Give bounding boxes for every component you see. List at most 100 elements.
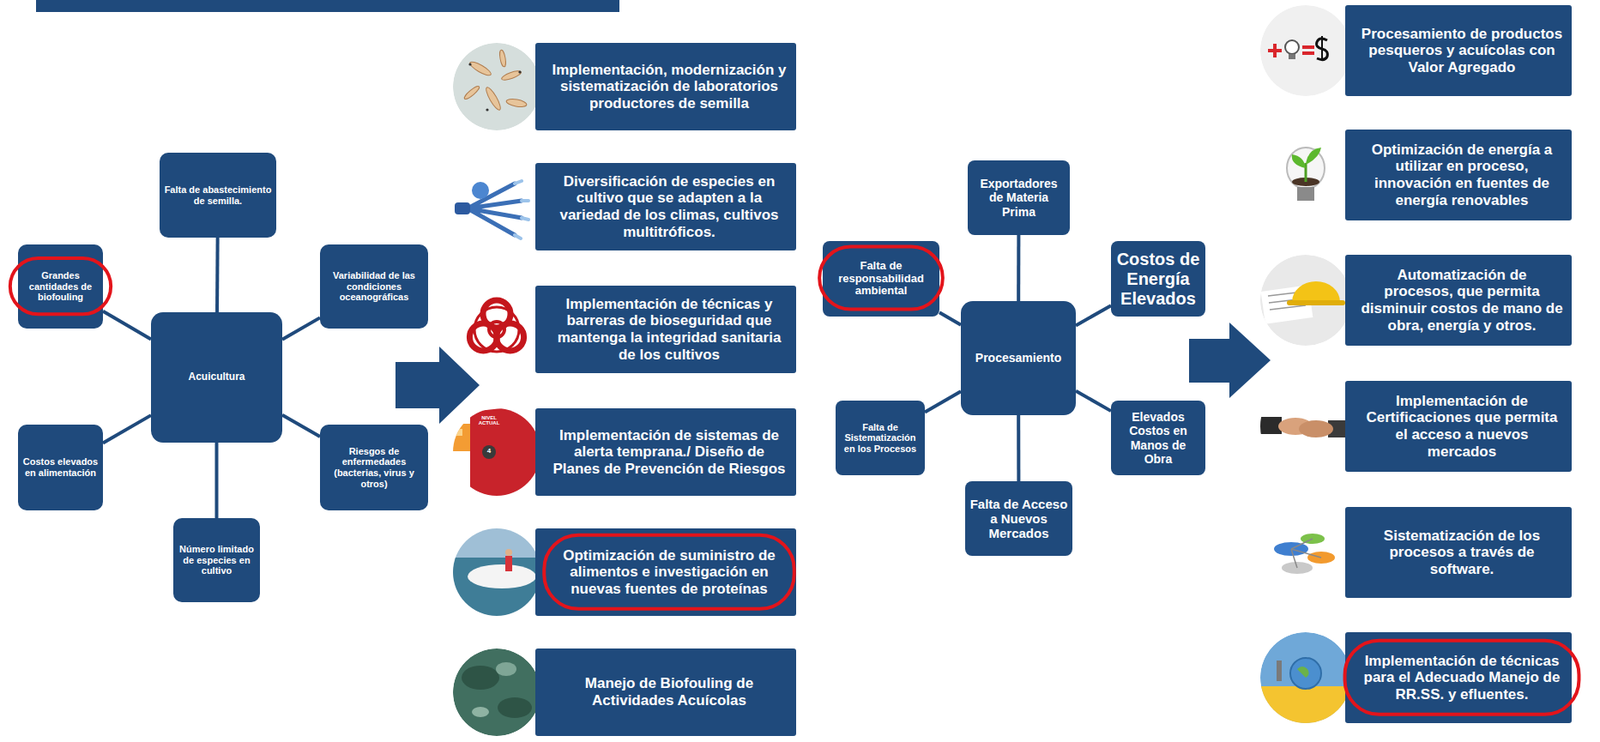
value-added-icon bbox=[1285, 40, 1299, 55]
alert-level-picture bbox=[451, 403, 550, 507]
problem-box: Exportadores de Materia Prima bbox=[967, 160, 1070, 236]
problem-box: Elevados Costos en Manos de Obra bbox=[1110, 400, 1206, 476]
box-text: Manejo de Biofouling de Actividades Acuí… bbox=[550, 675, 788, 709]
connector-line bbox=[924, 391, 961, 412]
globe-picture bbox=[1276, 660, 1282, 682]
globe-picture bbox=[1260, 632, 1352, 725]
solution-box: Procesamiento de productos pesqueros y a… bbox=[1345, 5, 1572, 97]
connector-line bbox=[215, 237, 220, 313]
problem-box: Costos de Energía Elevados bbox=[1110, 241, 1206, 317]
problem-box: Número limitado de especies en cultivo bbox=[173, 518, 260, 603]
shrimp-larvae-photo bbox=[498, 49, 507, 68]
handshake-photo bbox=[1298, 420, 1334, 438]
box-text: Implementación de Certificaciones que pe… bbox=[1360, 392, 1564, 460]
box-text: Costos elevados en alimentación bbox=[22, 456, 99, 478]
pond-photo bbox=[451, 557, 543, 618]
biohazard-symbol bbox=[452, 285, 541, 374]
box-text: Procesamiento de productos pesqueros y a… bbox=[1360, 25, 1564, 77]
value-added-icon bbox=[1260, 5, 1352, 97]
connector-line bbox=[282, 415, 320, 437]
shrimp-larvae-photo bbox=[452, 42, 541, 131]
box-text: Automatización de procesos, que permita … bbox=[1360, 266, 1564, 334]
underwater-photo bbox=[452, 648, 541, 737]
solution-box: Implementación de sistemas de alerta tem… bbox=[535, 408, 797, 496]
solution-box: Implementación de técnicas y barreras de… bbox=[535, 285, 797, 374]
solution-box: Automatización de procesos, que permita … bbox=[1345, 254, 1572, 346]
title-bar bbox=[36, 0, 620, 13]
box-text: Procesamiento bbox=[966, 350, 1071, 365]
underwater-photo bbox=[461, 665, 500, 690]
shrimp-larvae-photo bbox=[501, 69, 523, 83]
globe-picture bbox=[1290, 658, 1322, 689]
problem-box: Falta de abastecimiento de semilla. bbox=[159, 152, 277, 238]
connector-line bbox=[1075, 305, 1111, 326]
connector-line bbox=[282, 317, 320, 339]
box-text: Falta de abastecimiento de semilla. bbox=[163, 184, 272, 206]
box-text: Costos de Energía Elevados bbox=[1115, 249, 1202, 309]
big-arrow bbox=[1189, 322, 1271, 399]
problem-box: Grandes cantidades de biofouling bbox=[18, 244, 103, 329]
solution-box: Optimización de suministro de alimentos … bbox=[535, 528, 797, 616]
diversification-icon bbox=[454, 202, 471, 215]
box-text: Implementación, modernización y sistemat… bbox=[550, 61, 788, 113]
central-topic-box: Acuicultura bbox=[150, 312, 283, 443]
box-text: Elevados Costos en Manos de Obra bbox=[1115, 410, 1202, 465]
plant-bulb-icon bbox=[1297, 187, 1315, 201]
solution-box: Diversificación de especies en cultivo q… bbox=[535, 163, 797, 251]
box-text: Sistematización de los procesos a través… bbox=[1360, 527, 1564, 579]
plant-bulb-icon bbox=[1260, 129, 1352, 221]
shrimp-larvae-photo bbox=[518, 70, 521, 73]
solution-box: Implementación, modernización y sistemat… bbox=[535, 42, 797, 131]
connector-line bbox=[1016, 235, 1021, 302]
illustration-label: 4 bbox=[483, 447, 496, 455]
shrimp-larvae-photo bbox=[483, 85, 503, 112]
shrimp-larvae-photo bbox=[468, 62, 471, 66]
problem-box: Falta de responsabilidad ambiental bbox=[822, 241, 940, 317]
underwater-photo bbox=[495, 662, 517, 677]
solution-box: Optimización de energía a utilizar en pr… bbox=[1345, 129, 1572, 221]
plant-bulb-icon bbox=[1292, 154, 1306, 169]
box-text: Optimización de suministro de alimentos … bbox=[550, 547, 788, 598]
box-text: Falta de Acceso a Nuevos Mercados bbox=[969, 496, 1069, 542]
pond-photo bbox=[451, 526, 543, 618]
value-added-icon bbox=[1267, 43, 1282, 58]
automation-icon bbox=[1260, 254, 1352, 346]
shrimp-larvae-photo bbox=[468, 60, 493, 79]
problem-box: Costos elevados en alimentación bbox=[18, 424, 103, 511]
pond-photo bbox=[451, 526, 543, 560]
underwater-photo bbox=[452, 648, 541, 737]
diversification-icon bbox=[452, 163, 541, 251]
connector-line bbox=[215, 442, 219, 519]
plant-bulb-icon bbox=[1260, 129, 1352, 221]
automation-icon bbox=[1292, 281, 1341, 302]
box-text: Variabilidad de las condiciones oceanogr… bbox=[324, 270, 424, 303]
box-text: Falta de responsabilidad ambiental bbox=[827, 259, 936, 299]
shrimp-larvae-photo bbox=[505, 97, 527, 109]
underwater-photo bbox=[471, 706, 490, 718]
solution-box: Sistematización de los procesos a través… bbox=[1345, 507, 1572, 598]
value-added-icon bbox=[1288, 54, 1296, 60]
underwater-photo bbox=[497, 697, 532, 719]
biohazard-symbol bbox=[489, 321, 505, 338]
handshake-photo bbox=[1257, 416, 1282, 435]
problem-box: Variabilidad de las condiciones oceanogr… bbox=[320, 244, 429, 329]
automation-icon bbox=[1286, 300, 1346, 306]
biohazard-symbol bbox=[474, 307, 520, 352]
box-text: Implementación de técnicas para el Adecu… bbox=[1360, 652, 1564, 704]
pond-photo bbox=[505, 549, 513, 556]
box-text: Riesgos de enfermedades (bacterias, viru… bbox=[324, 446, 424, 490]
box-text: Diversificación de especies en cultivo q… bbox=[550, 173, 788, 241]
alert-level-picture bbox=[455, 428, 463, 436]
globe-picture bbox=[1297, 666, 1310, 678]
solution-box: Implementación de técnicas para el Adecu… bbox=[1345, 632, 1572, 724]
alert-level-picture bbox=[482, 445, 496, 459]
value-added-icon bbox=[1302, 47, 1315, 54]
box-text: Optimización de energía a utilizar en pr… bbox=[1360, 141, 1564, 209]
plant-bulb-icon bbox=[1305, 147, 1322, 165]
value-added-icon bbox=[1260, 5, 1352, 97]
software-chart-icon bbox=[1291, 538, 1322, 568]
biohazard-symbol bbox=[452, 285, 541, 374]
automation-icon bbox=[1260, 254, 1352, 346]
connector-line bbox=[939, 312, 961, 325]
software-chart-icon bbox=[1260, 507, 1352, 598]
